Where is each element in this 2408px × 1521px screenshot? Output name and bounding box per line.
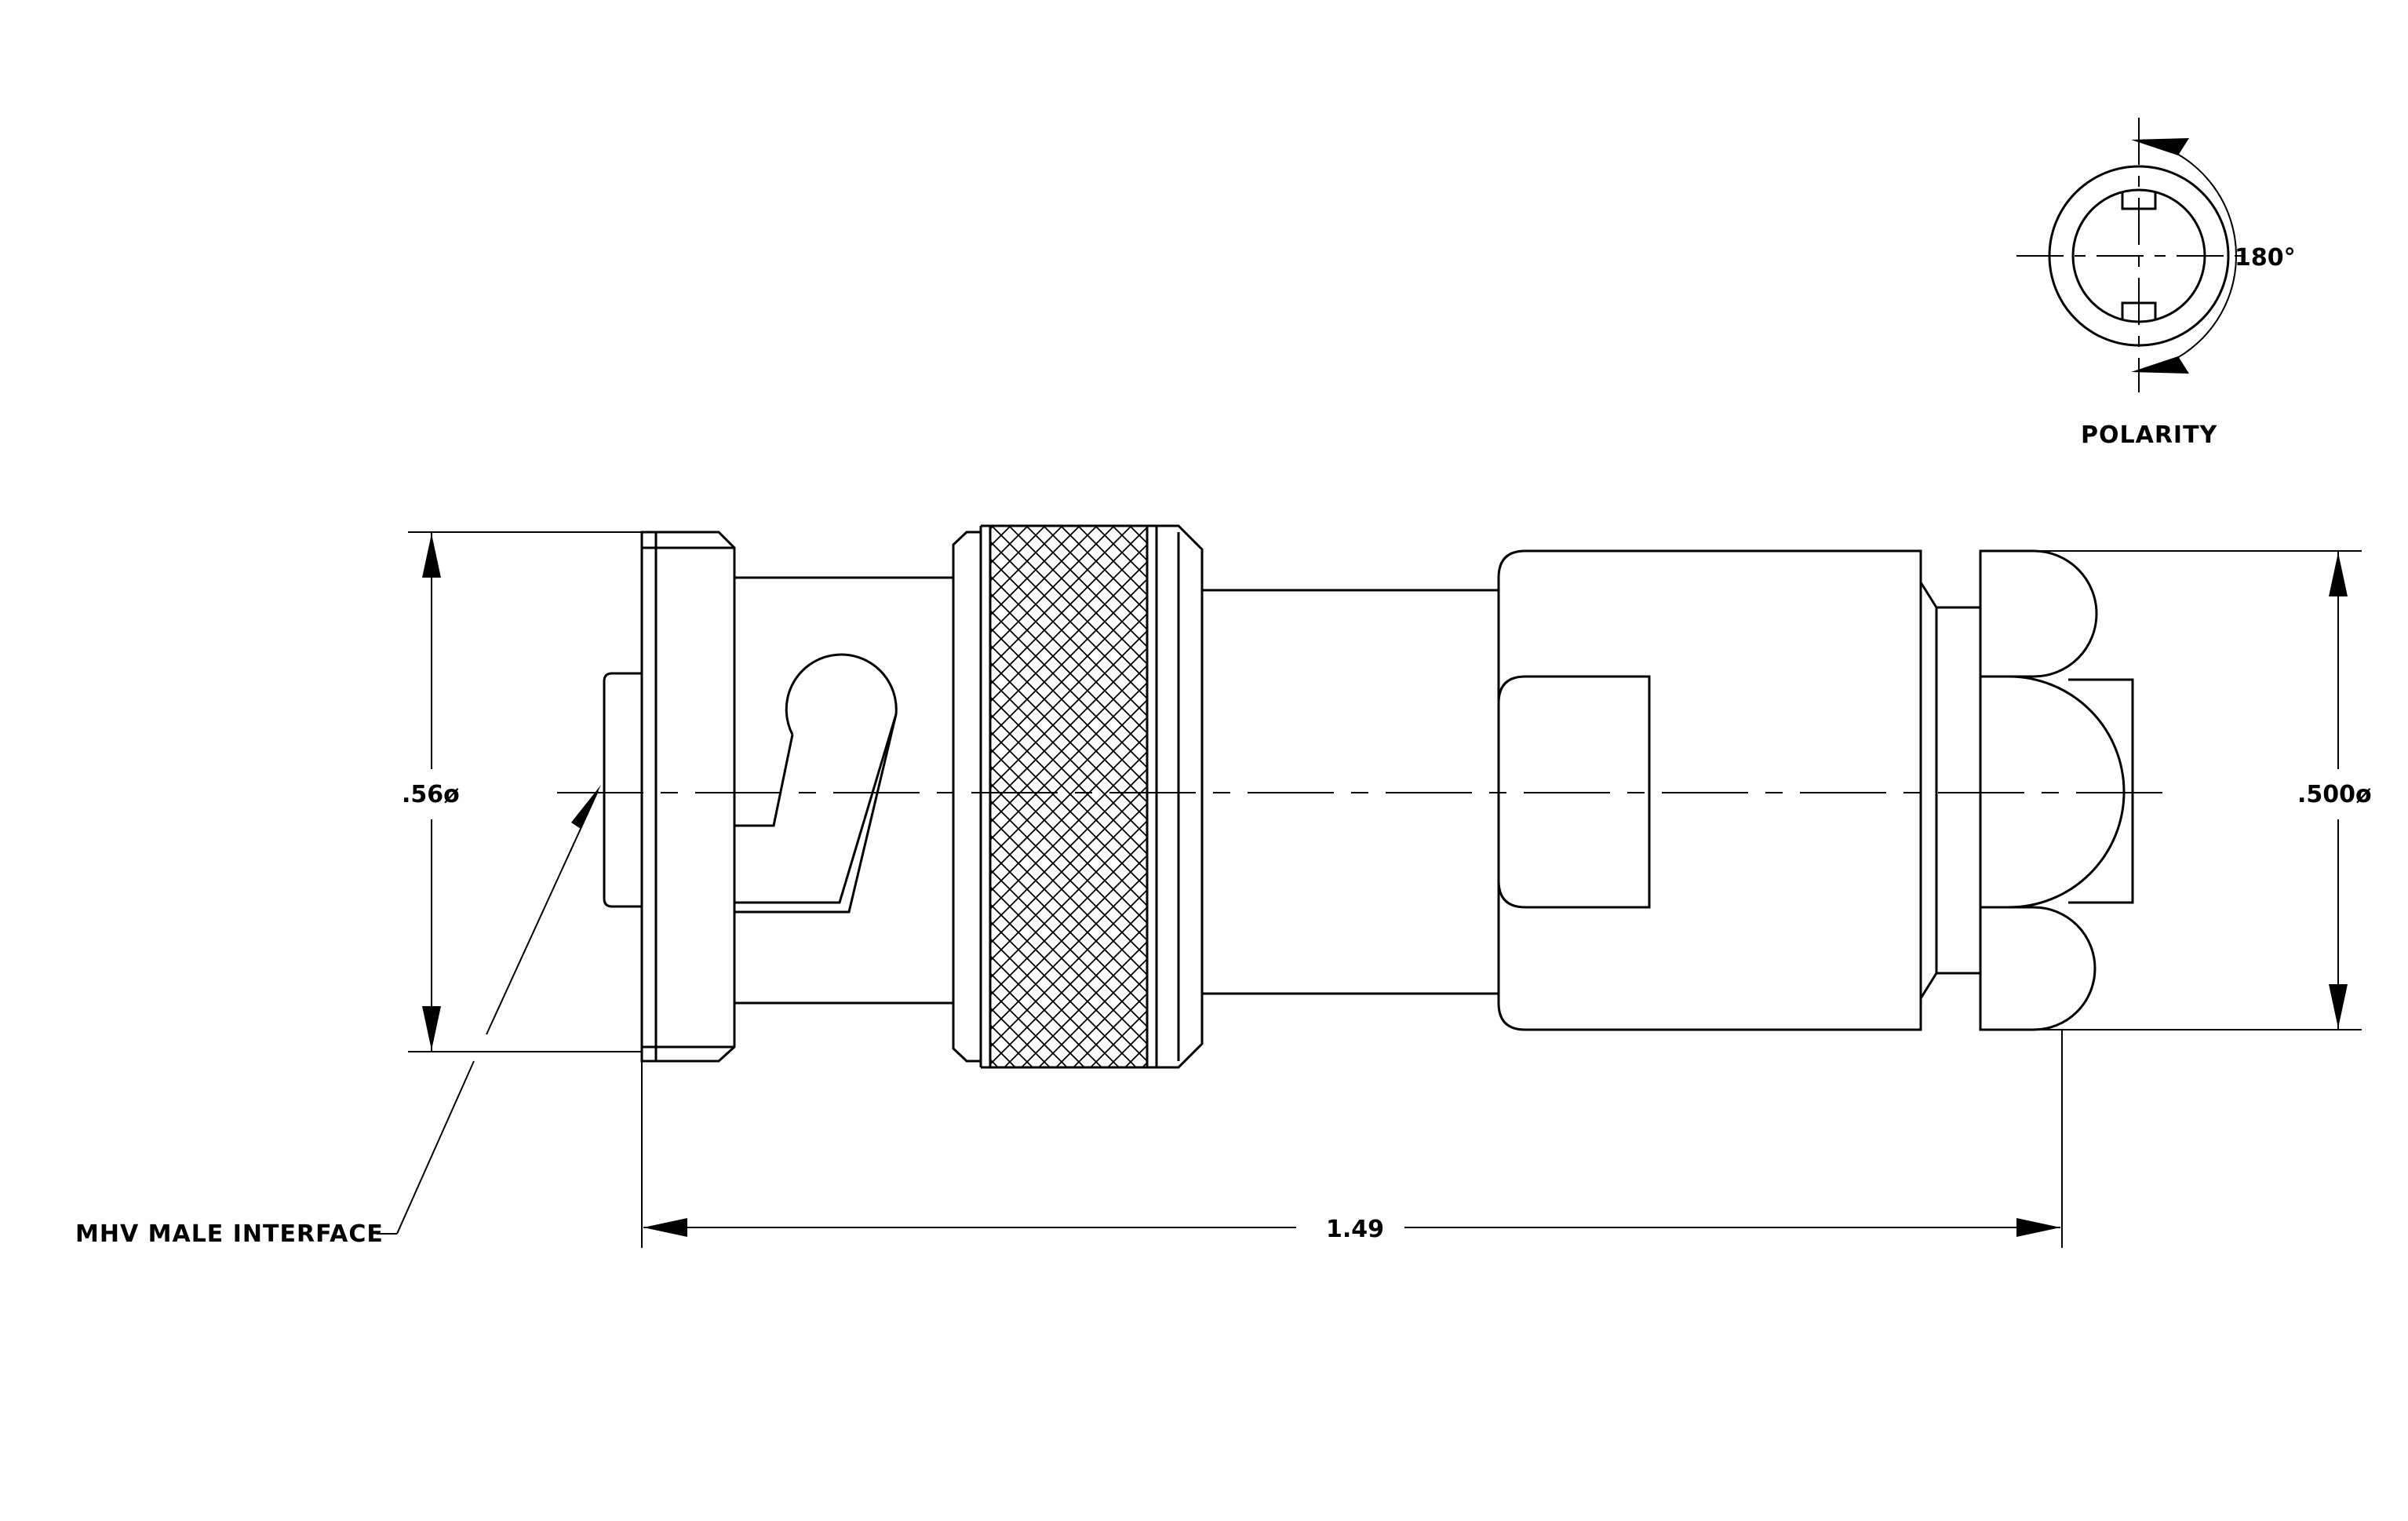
length-label: 1.49 xyxy=(1326,1216,1384,1243)
length-dimension xyxy=(641,1030,2063,1248)
left-diameter-dimension xyxy=(408,531,642,1052)
interface-leader xyxy=(377,785,601,1235)
right-diameter-label: .500ø xyxy=(2297,781,2372,808)
right-diameter-dimension xyxy=(2034,550,2362,1030)
interface-label: MHV MALE INTERFACE xyxy=(75,1220,384,1248)
polarity-view xyxy=(2016,118,2244,392)
polarity-angle-label: 180° xyxy=(2235,244,2296,272)
left-diameter-label: .56ø xyxy=(402,781,460,808)
polarity-label: POLARITY xyxy=(2081,421,2218,449)
connector-body xyxy=(603,524,2134,1069)
